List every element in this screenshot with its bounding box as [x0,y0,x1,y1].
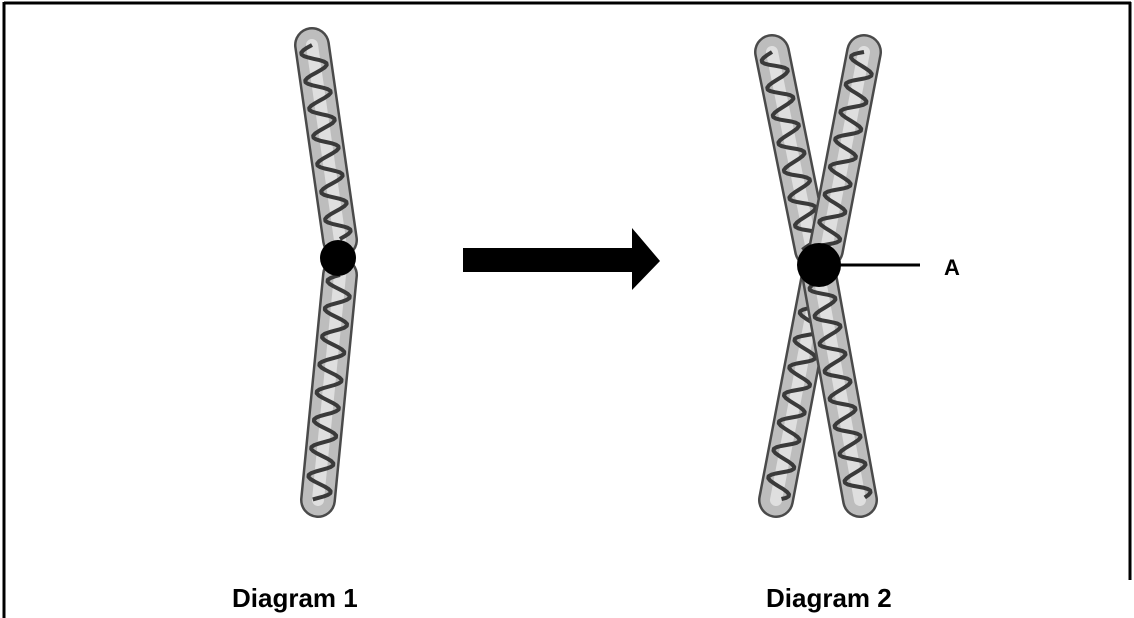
duplicated-chromosome [762,52,872,500]
chromosome-arm-upper [301,45,350,240]
arrow-shape [463,228,660,290]
chromatid-left-upper [762,52,821,250]
chromatid-right-upper [817,52,872,250]
caption-diagram-1: Diagram 1 [232,583,358,613]
centromere [320,240,356,276]
frame [4,2,1131,618]
label-a: A [944,255,960,280]
chromatid-right-lower [810,280,871,500]
single-chromosome [301,45,356,500]
centromere [797,243,841,287]
caption-diagram-2: Diagram 2 [766,583,892,613]
arrow [463,228,660,290]
chromosome-arm-lower [309,275,350,500]
